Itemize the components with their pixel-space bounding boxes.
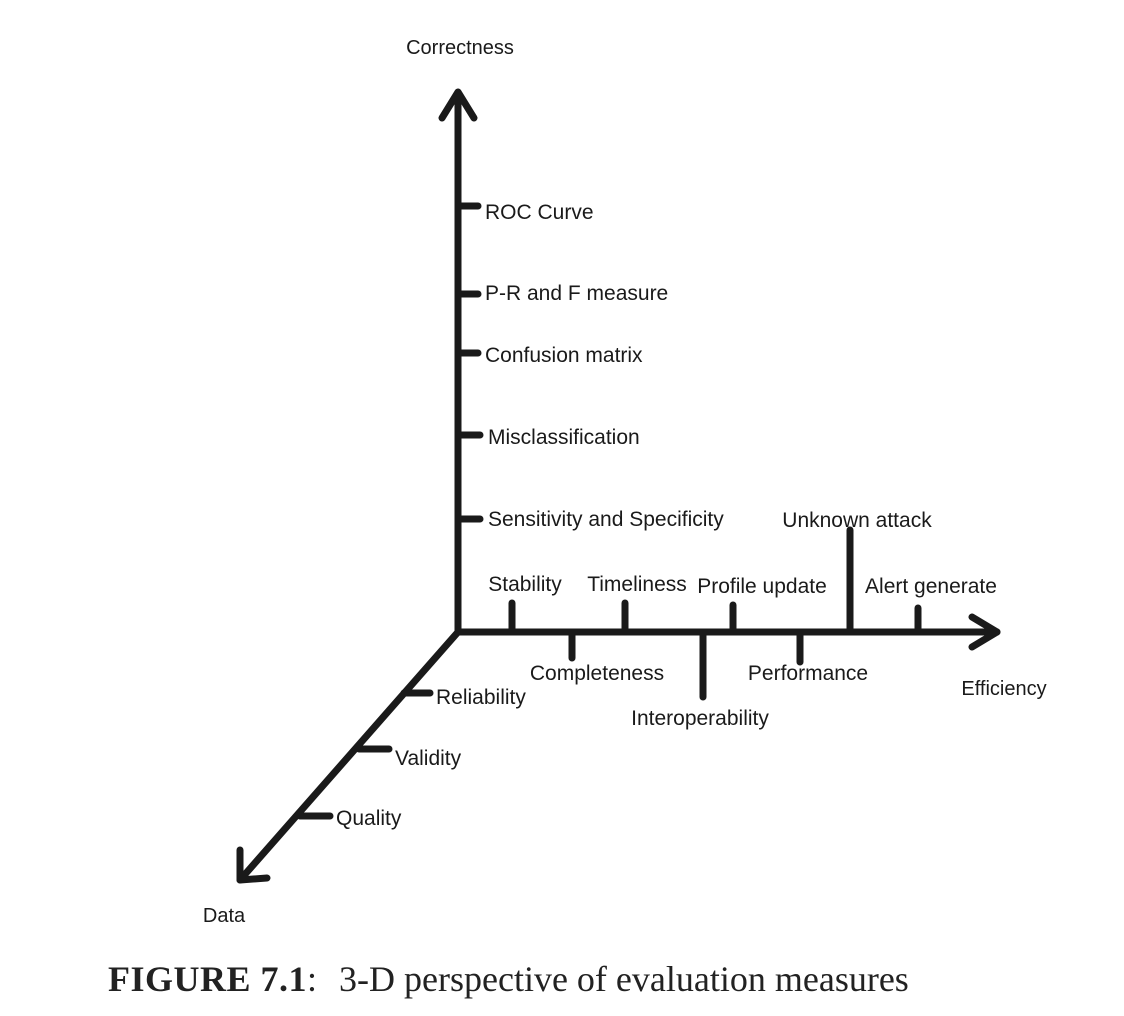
label-sensitivity-specificity: Sensitivity and Specificity xyxy=(488,508,724,531)
label-stability: Stability xyxy=(488,573,562,596)
label-validity: Validity xyxy=(395,747,462,770)
label-reliability: Reliability xyxy=(436,686,526,709)
label-unknown-attack: Unknown attack xyxy=(782,509,932,532)
data-axis-arrowhead xyxy=(236,846,271,884)
label-roc-curve: ROC Curve xyxy=(485,201,594,224)
figure-caption-text: 3-D perspective of evaluation measures xyxy=(339,959,909,999)
data-axis-title: Data xyxy=(203,905,246,927)
label-timeliness: Timeliness xyxy=(587,573,687,596)
label-alert-generate: Alert generate xyxy=(865,575,997,598)
label-quality: Quality xyxy=(336,807,402,830)
correctness-axis-title: Correctness xyxy=(406,37,514,59)
figure-caption: FIGURE 7.1:3-D perspective of evaluation… xyxy=(108,958,1108,1000)
label-performance: Performance xyxy=(748,662,868,685)
efficiency-axis-title: Efficiency xyxy=(961,678,1046,700)
label-misclassification: Misclassification xyxy=(488,426,640,449)
label-interoperability: Interoperability xyxy=(631,707,769,730)
label-pr-f-measure: P-R and F measure xyxy=(485,282,668,305)
label-completeness: Completeness xyxy=(530,662,664,685)
figure-caption-separator: : xyxy=(307,959,318,999)
efficiency-axis-arrowhead xyxy=(968,613,1001,651)
figure-caption-label: FIGURE 7.1 xyxy=(108,959,308,999)
correctness-axis-arrowhead xyxy=(438,88,478,122)
label-confusion-matrix: Confusion matrix xyxy=(485,344,643,367)
data-axis-line xyxy=(236,628,462,884)
label-profile-update: Profile update xyxy=(697,575,827,598)
